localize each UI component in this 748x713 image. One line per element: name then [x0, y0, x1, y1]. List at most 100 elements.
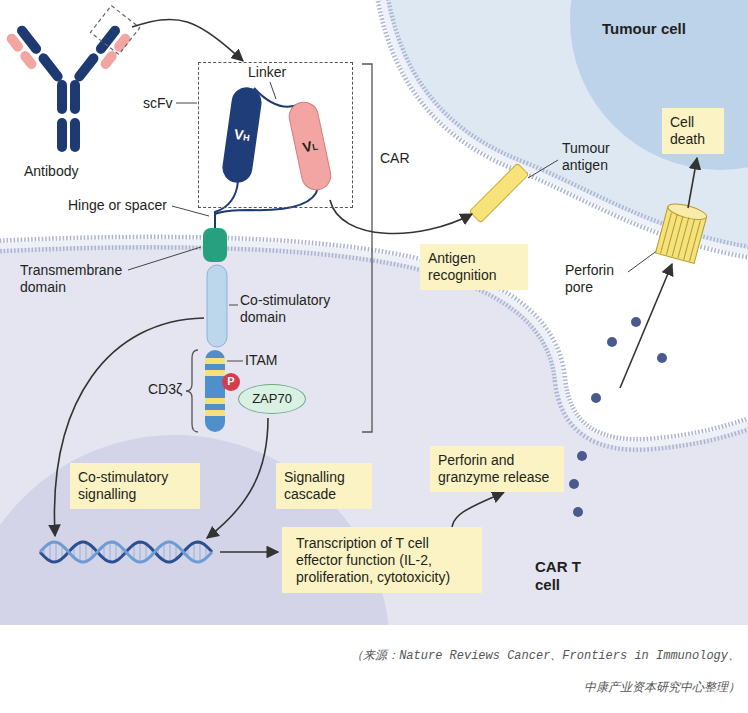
perforin-pore-shape — [661, 213, 672, 254]
part-label: scFv — [143, 95, 183, 112]
tumour-cell-body — [383, 0, 748, 252]
antibody-figure — [57, 80, 67, 114]
dna-helix — [199, 542, 200, 561]
car-construct — [205, 358, 225, 364]
dna-helix — [49, 543, 50, 561]
perforin-pore-shape — [666, 201, 708, 223]
flow-arrow — [220, 551, 278, 553]
perforin-granule — [657, 353, 667, 363]
leader-line — [227, 361, 243, 362]
part-label: Transmembrane domain — [20, 262, 132, 296]
car-construct — [205, 350, 225, 432]
antibody-figure — [18, 49, 38, 71]
dna-helix — [79, 543, 80, 562]
flow-arrow — [132, 19, 243, 61]
perforin-pore-shape — [684, 219, 695, 260]
vl-domain: VL — [286, 99, 334, 193]
antibody-figure — [5, 24, 65, 92]
antibody-figure — [90, 6, 139, 55]
part-label: Tumour antigen — [562, 140, 626, 174]
process-box: Antigen recognition — [420, 244, 528, 290]
antibody-figure — [72, 24, 132, 92]
leader-line — [270, 82, 276, 99]
scfv-frame: scFvVHVL — [198, 62, 353, 208]
car-construct — [207, 265, 227, 347]
box-text: Perforin and granzyme release — [438, 452, 556, 486]
dna-helix — [133, 544, 134, 559]
dna-helix — [40, 542, 212, 562]
car-construct — [215, 188, 318, 214]
kinase-ellipse: ZAP70 — [238, 384, 306, 414]
box-text: Cell death — [670, 114, 716, 148]
tumour-antigen-shape — [469, 163, 528, 222]
outcome-box: Cell death — [662, 108, 724, 154]
perforin-granule — [591, 393, 601, 403]
process-box: Signalling cascade — [276, 463, 372, 509]
kinase-label: ZAP70 — [252, 391, 292, 407]
box-text: Transcription of T cell effector functio… — [296, 535, 468, 585]
car-t-cell-region: CAR T cell P ZAP70Co-stimulatory signallin… — [0, 238, 748, 625]
leader-line — [628, 250, 658, 272]
part-label: Co-stimulatory domain — [240, 292, 352, 326]
flow-arrow — [452, 493, 504, 527]
part-label: Linker — [248, 64, 298, 81]
t-cell-body — [0, 242, 748, 444]
leader-line — [128, 247, 201, 270]
region-title: Tumour cell — [602, 20, 712, 38]
antibody-figure — [57, 118, 67, 152]
dna-helix — [85, 543, 86, 562]
phospho-label: P — [227, 375, 234, 388]
perforin-granule — [573, 507, 583, 517]
antibody-figure — [70, 118, 80, 152]
process-box: Perforin and granzyme release — [430, 446, 564, 492]
flow-arrow — [688, 158, 697, 208]
box-text: Co-stimulatory signalling — [78, 469, 192, 503]
bracket — [186, 350, 198, 432]
flow-arrow — [330, 200, 472, 234]
tumour-cell-body — [383, 0, 748, 252]
car-construct — [205, 398, 225, 404]
leader-line — [128, 82, 658, 361]
car-construct — [205, 370, 225, 376]
antibody-figure — [37, 51, 65, 83]
region-title: CAR T cell — [535, 558, 597, 594]
phosphate-circle: P — [222, 373, 240, 391]
part-label: ITAM — [245, 352, 290, 369]
dna-helix — [169, 542, 170, 562]
part-label: CD3ζ — [148, 381, 190, 398]
process-box: Co-stimulatory signalling — [70, 463, 200, 509]
antibody-figure — [5, 32, 25, 54]
source-caption: （来源：Nature Reviews Cancer、Frontiers in I… — [260, 640, 740, 704]
leader-line — [176, 103, 197, 104]
dna-helix — [145, 544, 146, 560]
dna-helix — [40, 542, 212, 562]
flow-arrow — [54, 158, 697, 552]
leader-line — [229, 305, 238, 306]
process-box: Transcription of T cell effector functio… — [282, 527, 482, 593]
box-text: Antigen recognition — [428, 250, 520, 284]
vh-domain: VH — [220, 85, 263, 184]
dna-helix — [115, 543, 116, 561]
tumour-antigen-shape — [469, 163, 528, 222]
domain-label: VH — [233, 126, 251, 145]
t-cell-body — [0, 242, 748, 713]
dna-helix — [193, 543, 194, 561]
car-construct — [203, 228, 227, 262]
tumour-cell-body — [383, 0, 748, 252]
part-label: Hinge or spacer — [68, 197, 198, 214]
perforin-granule — [569, 317, 667, 517]
domain-label: VL — [301, 136, 319, 156]
car-construct — [205, 410, 225, 416]
antibody-figure — [70, 80, 80, 114]
bracket — [186, 64, 372, 432]
dna-helix — [163, 543, 164, 560]
antibody-figure: Antibody — [10, 15, 132, 180]
part-label: Perforin pore — [565, 262, 627, 296]
perforin-granule — [631, 317, 641, 327]
flow-arrow — [620, 264, 672, 388]
dna-helix — [55, 542, 56, 562]
perforin-pore-shape — [666, 214, 677, 255]
